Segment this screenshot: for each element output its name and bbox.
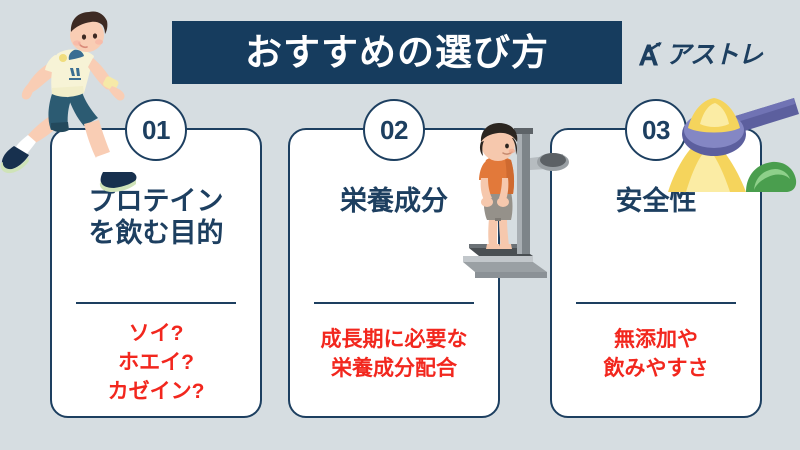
running-boy-icon [0,11,137,192]
card-01-sub-line2: ホエイ? [118,350,194,374]
card-01-heading-line2: を飲む目的 [88,217,224,248]
protein-scoop-powder-icon [668,98,799,192]
card-01-heading: プロテイン を飲む目的 [52,186,260,250]
card-01-badge-number: 01 [142,115,170,145]
card-01-sub-line1: ソイ? [128,322,184,345]
card-02-badge-number: 02 [380,115,408,145]
card-03-subtext: 無添加や 飲みやすさ [552,326,760,384]
card-02-sub-line1: 成長期に必要な [320,328,468,351]
child-on-scale-icon [463,123,569,278]
card-03-badge: 03 [625,99,687,161]
card-02-subtext: 成長期に必要な 栄養成分配合 [290,326,498,384]
card-02-badge: 02 [363,99,425,161]
card-02[interactable]: 02 栄養成分 成長期に必要な 栄養成分配合 [288,99,500,418]
brand-name: アストレ [666,40,763,69]
header-banner: おすすめの選び方 [172,21,622,84]
card-03-sub-line1: 無添加や [614,328,698,351]
page-title: おすすめの選び方 [245,32,549,73]
card-01-badge: 01 [125,99,187,161]
card-02-heading: 栄養成分 [290,186,498,218]
card-01[interactable]: 01 プロテイン を飲む目的 ソイ? ホエイ? カゼイン? [50,99,262,418]
card-01-subtext: ソイ? ホエイ? カゼイン? [52,320,260,407]
card-03-divider [576,302,736,304]
card-01-divider [76,302,236,304]
card-02-sub-line2: 栄養成分配合 [331,356,457,380]
card-03-sub-line2: 飲みやすさ [603,356,709,380]
brand-logo: アストレ [636,40,763,69]
card-02-divider [314,302,474,304]
card-03-badge-number: 03 [642,115,670,145]
card-01-sub-line3: カゼイン? [107,379,205,403]
card-02-heading-line1: 栄養成分 [340,186,448,216]
a-arrow-logo-icon [638,42,662,66]
